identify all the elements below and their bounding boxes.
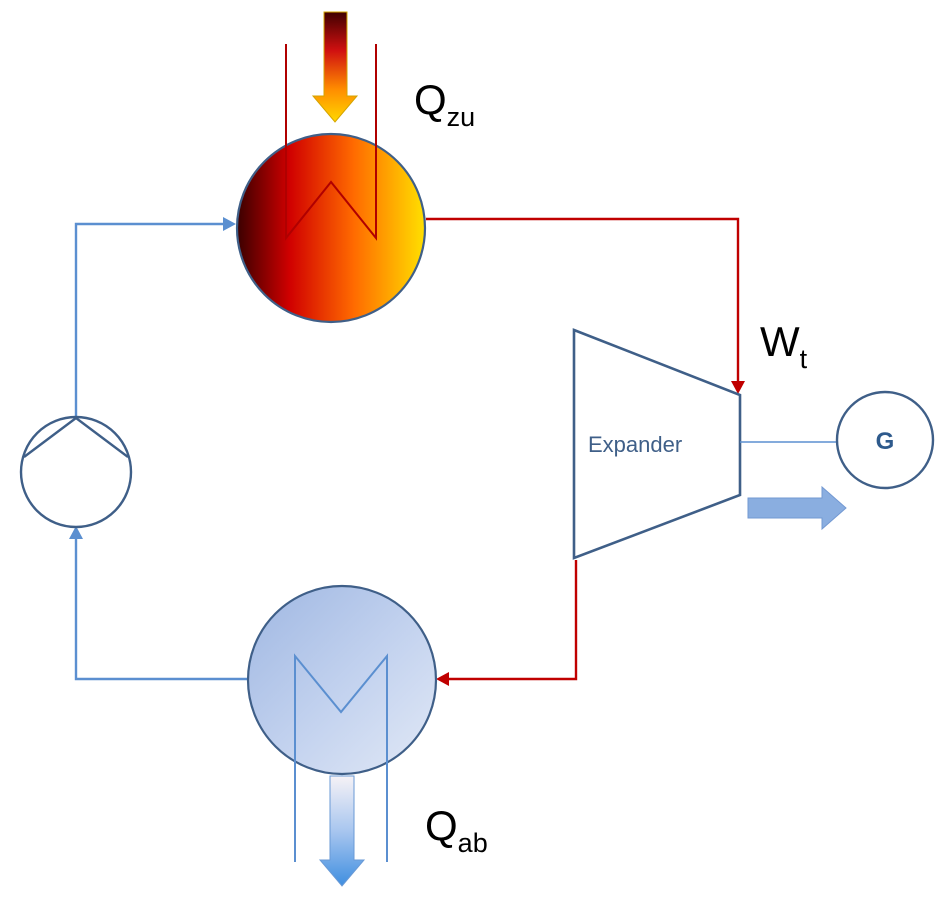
arrowhead-into-expander [731, 381, 745, 394]
pipe-evaporator-to-expander [426, 217, 740, 388]
feed-pump-symbol [23, 416, 129, 458]
expander [572, 328, 742, 560]
heat-output-subscript: ab [458, 828, 488, 858]
condenser [246, 584, 438, 776]
heat-output-label: Qab [425, 802, 488, 858]
heat-output-symbol: Q [425, 802, 458, 849]
evaporator [235, 132, 427, 324]
feed-pump [19, 415, 133, 529]
work-subscript: t [800, 344, 808, 374]
heat-input-arrow [311, 11, 359, 123]
heat-output-arrow [318, 775, 366, 887]
expander-label: Expander [588, 432, 682, 457]
arrowhead-into-pump [69, 526, 83, 539]
work-output-arrow [747, 485, 847, 531]
work-symbol: W [760, 318, 800, 365]
generator [835, 390, 935, 490]
pipe-expander-to-condenser [446, 560, 578, 681]
heat-input-subscript: zu [447, 102, 476, 132]
work-label: Wt [760, 318, 808, 374]
generator-label: G [876, 428, 895, 455]
evaporator-heating-coil [285, 44, 377, 241]
heat-input-symbol: Q [414, 76, 447, 123]
condenser-cooling-coil [294, 653, 388, 862]
heat-input-label: Qzu [414, 76, 475, 132]
pipe-pump-to-evaporator [74, 222, 226, 418]
arrowhead-into-evaporator [223, 217, 236, 231]
pipe-condenser-to-pump [74, 538, 248, 681]
arrowhead-into-condenser [436, 672, 449, 686]
